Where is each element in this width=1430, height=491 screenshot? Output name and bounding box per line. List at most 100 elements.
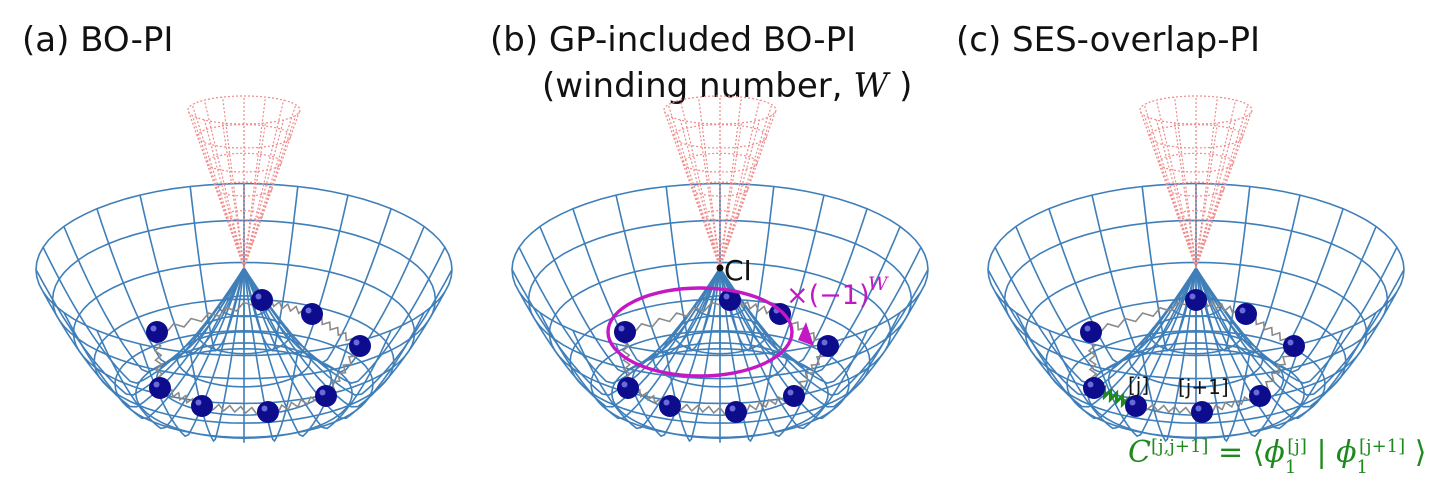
- beads: [146, 289, 371, 423]
- panel-b-subtitle-text: (winding number,: [542, 66, 843, 106]
- bead: [315, 385, 337, 407]
- cone-line: [1143, 115, 1197, 269]
- bead-highlight: [319, 389, 326, 396]
- cone-line: [719, 99, 761, 269]
- bead: [301, 303, 323, 325]
- bead: [783, 385, 805, 407]
- spring: [201, 402, 269, 416]
- bead-highlight: [1239, 307, 1246, 314]
- surface-spoke: [243, 246, 446, 384]
- bead-highlight: [663, 399, 670, 406]
- cone-line: [667, 104, 721, 269]
- cone-line: [697, 96, 721, 269]
- cone-ring: [224, 210, 264, 221]
- surface-spoke: [1015, 226, 1197, 373]
- panel-a-title: (a) BO-PI: [22, 20, 174, 60]
- surface-spoke: [719, 267, 775, 443]
- cone-line: [1195, 99, 1237, 269]
- upper-cone: [1139, 95, 1253, 269]
- cone-line: [679, 99, 721, 269]
- bead: [1185, 289, 1207, 311]
- bead: [1125, 395, 1147, 417]
- bead-highlight: [1189, 293, 1196, 300]
- beads: [614, 289, 839, 423]
- cone-line: [1195, 119, 1237, 269]
- surface-spoke: [539, 267, 721, 420]
- bead-j1-label: [j+1]: [1178, 375, 1229, 399]
- surface-spoke: [1195, 267, 1251, 443]
- panel-b-subtitle-var: W: [853, 66, 889, 106]
- cone-ring: [196, 124, 292, 149]
- bead: [659, 395, 681, 417]
- surface-spoke: [572, 208, 721, 364]
- cone-line: [1195, 96, 1219, 269]
- bead: [1191, 401, 1213, 423]
- bead-highlight: [618, 325, 625, 332]
- surface-spoke: [63, 267, 245, 420]
- bead: [1080, 321, 1102, 343]
- surface-spoke: [243, 267, 392, 430]
- surface-spoke: [719, 267, 901, 420]
- surface-spoke: [1195, 267, 1377, 420]
- bead-j-label: [j]: [1128, 373, 1149, 397]
- cone-ring: [672, 124, 768, 149]
- bead-highlight: [150, 325, 157, 332]
- surface-spoke: [1195, 267, 1344, 430]
- surface-spoke: [96, 267, 245, 430]
- cone-line: [221, 96, 245, 269]
- bead: [1083, 377, 1105, 399]
- winding-arrowhead: [798, 322, 814, 346]
- spring: [624, 299, 731, 334]
- surface-spoke: [1141, 267, 1197, 443]
- cone-line: [1143, 104, 1197, 269]
- cone-ring: [1148, 124, 1244, 149]
- upper-cone: [187, 95, 301, 269]
- bead-highlight: [723, 293, 730, 300]
- panel-b-diagram: CI×(−1)W: [511, 95, 929, 443]
- panel-c: (c) SES-overlap-PI [j][j+1]C[j,j+1] = ⟨ϕ…: [952, 0, 1428, 491]
- surface-spoke: [243, 267, 299, 443]
- surface-spoke: [572, 267, 721, 430]
- cone-line: [1173, 96, 1197, 269]
- bead-highlight: [1084, 325, 1091, 332]
- bead: [1283, 335, 1305, 357]
- beads: [1080, 289, 1305, 423]
- cone-line: [1155, 99, 1197, 269]
- bead: [257, 401, 279, 423]
- spring: [156, 299, 263, 334]
- cone-line: [719, 115, 773, 269]
- cone-ring: [187, 95, 301, 125]
- overlap-equation: C[j,j+1] = ⟨ϕ1[j] | ϕ1[j+1] ⟩: [1128, 435, 1426, 478]
- surface-spoke: [719, 246, 922, 384]
- panel-b-subtitle: (winding number, W ): [542, 66, 912, 106]
- surface-spoke: [243, 267, 425, 420]
- bead-highlight: [1129, 399, 1136, 406]
- cone-line: [1195, 115, 1249, 269]
- cone-ring: [682, 152, 758, 173]
- ci-point: [716, 264, 724, 272]
- ci-label: CI: [724, 254, 752, 287]
- cone-line: [243, 115, 297, 269]
- bead: [725, 401, 747, 423]
- bead: [1235, 303, 1257, 325]
- cone-line: [679, 119, 721, 269]
- cone-ring: [1158, 152, 1234, 173]
- cone-line: [243, 119, 285, 269]
- phase-exponent: W: [868, 273, 889, 295]
- surface-spoke: [1015, 267, 1197, 420]
- spring: [1090, 299, 1197, 334]
- bead-highlight: [787, 389, 794, 396]
- surface-spoke: [96, 208, 245, 364]
- bead-highlight: [255, 293, 262, 300]
- bead-highlight: [729, 405, 736, 412]
- cone-line: [203, 99, 245, 269]
- bead: [149, 377, 171, 399]
- bead: [191, 395, 213, 417]
- panel-a: (a) BO-PI: [0, 0, 476, 491]
- surface-spoke: [665, 186, 721, 352]
- surface-spoke: [615, 194, 721, 357]
- cone-line: [243, 96, 267, 269]
- surface-spoke: [1195, 246, 1398, 384]
- spring: [669, 402, 737, 416]
- bead-highlight: [1287, 339, 1294, 346]
